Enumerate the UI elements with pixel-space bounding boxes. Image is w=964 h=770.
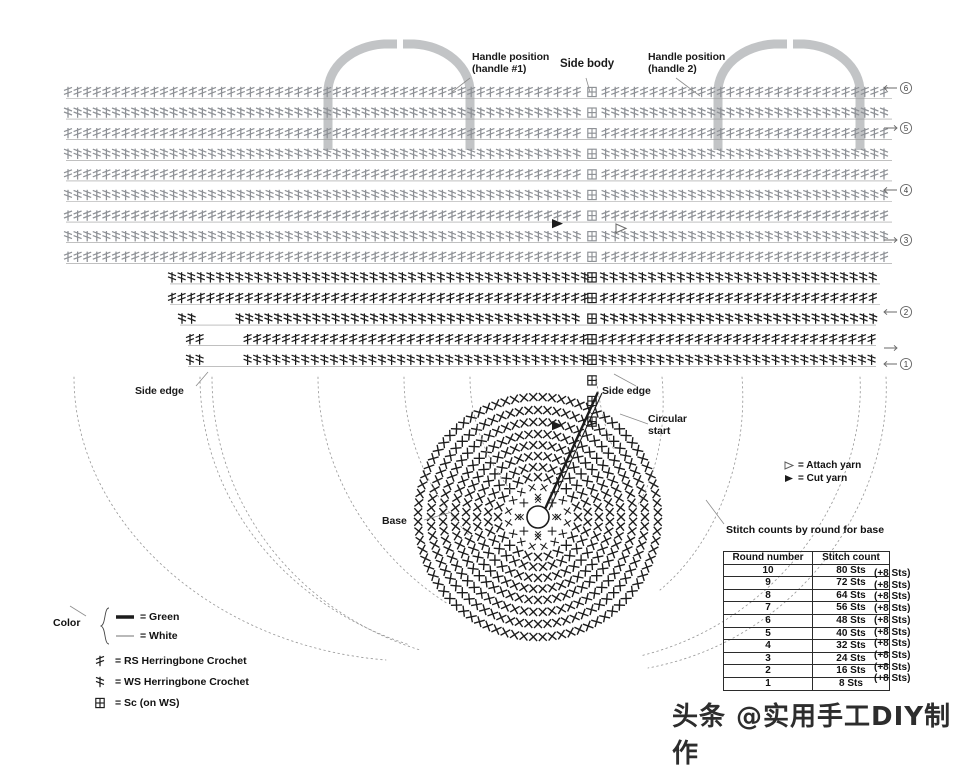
ws-herringbone-icon	[88, 674, 112, 690]
row-marker-3: 3	[884, 233, 913, 247]
legend-green-label: = Green	[140, 610, 180, 623]
legend-cut-yarn-label: = Cut yarn	[798, 473, 848, 484]
cell-round-number: 4	[723, 639, 813, 653]
cell-stitch-delta: (+8 Sts)	[874, 614, 911, 626]
cell-stitch-delta: (+8 Sts)	[874, 568, 911, 579]
label-side-edge-right: Side edge	[602, 385, 651, 397]
row-marker-5: 5	[884, 121, 913, 135]
row-direction-arrow	[884, 345, 898, 351]
svg-text:5: 5	[904, 124, 909, 133]
cell-round-number: 7	[723, 601, 813, 615]
cell-round-number: 2	[723, 664, 813, 678]
legend-green: = Green	[113, 607, 179, 626]
watermark: 头条 @实用手工DIY制作	[672, 702, 952, 769]
yarn-action-legend: = Attach yarn = Cut yarn	[782, 459, 861, 485]
col-round-number: Round number	[723, 551, 813, 565]
attach-yarn-marker-body	[615, 223, 628, 234]
cell-round-number: 3	[723, 651, 813, 666]
rs-herringbone-icon	[88, 653, 112, 669]
cell-stitch-delta: (+8 Sts)	[874, 673, 911, 685]
cell-stitch-delta: (+8 Sts)	[874, 626, 911, 638]
table-header-row: Round number Stitch count	[723, 551, 890, 565]
legend-attach-yarn: = Attach yarn	[782, 459, 861, 472]
cell-stitch-delta: (+8 Sts)	[874, 579, 911, 591]
legend-attach-yarn-label: = Attach yarn	[798, 460, 862, 471]
stitch-symbol-legend: = RS Herringbone Crochet = WS Herringbon…	[88, 650, 249, 713]
row-marker-6: 6	[883, 81, 913, 95]
circular-start-line	[543, 391, 603, 511]
circular-base	[413, 391, 663, 642]
legend-ws-herringbone-label: = WS Herringbone Crochet	[115, 675, 249, 688]
color-legend: Color = Green = White	[53, 607, 245, 645]
row-marker-1: 1	[883, 357, 913, 371]
cell-round-number: 1	[723, 676, 813, 691]
cut-yarn-icon	[782, 474, 798, 483]
sc-on-ws-icon	[88, 695, 112, 711]
row-guide-lines	[66, 98, 892, 367]
legend-cut-yarn: = Cut yarn	[782, 472, 861, 485]
label-leader-lines	[69, 77, 725, 617]
col-stitch-count: Stitch count	[812, 551, 890, 565]
cell-round-number: 6	[723, 613, 813, 628]
label-handle-position-1: Handle position (handle #1)	[472, 51, 550, 75]
label-handle-position-2: Handle position (handle 2)	[648, 51, 726, 75]
magic-ring	[526, 505, 550, 529]
color-legend-title: Color	[53, 617, 81, 629]
attach-yarn-icon	[782, 461, 798, 470]
cut-yarn-marker-body	[552, 219, 563, 431]
row-marker-4: 4	[883, 183, 913, 197]
row-marker-2: 2	[883, 305, 913, 319]
white-swatch-icon	[113, 633, 137, 639]
svg-text:3: 3	[904, 236, 909, 245]
cell-stitch-count: 8 Sts	[812, 676, 890, 691]
green-swatch-icon	[113, 614, 137, 620]
cell-stitch-delta: (+8 Sts)	[874, 591, 911, 603]
legend-white-label: = White	[140, 629, 178, 642]
svg-text:2: 2	[904, 308, 909, 317]
cell-round-number: 10	[723, 563, 813, 578]
cell-stitch-delta: (+8 Sts)	[874, 638, 911, 650]
legend-sc-on-ws-label: = Sc (on WS)	[115, 696, 180, 709]
legend-rs-herringbone-label: = RS Herringbone Crochet	[115, 654, 247, 667]
cell-round-number: 5	[723, 626, 813, 641]
cell-stitch-delta: (+8 Sts)	[874, 661, 911, 673]
brace-icon	[99, 607, 110, 645]
svg-text:6: 6	[904, 84, 909, 93]
label-base: Base	[382, 515, 407, 527]
row-number-markers: 6 5 4 3 2 1	[883, 81, 913, 371]
legend-rs-herringbone: = RS Herringbone Crochet	[88, 650, 249, 671]
legend-ws-herringbone: = WS Herringbone Crochet	[88, 671, 249, 692]
label-circular-start: Circular start	[648, 413, 687, 437]
stitch-counts-title: Stitch counts by round for base	[726, 524, 885, 536]
label-side-body: Side body	[560, 58, 615, 70]
legend-sc-on-ws: = Sc (on WS)	[88, 692, 249, 713]
handle-2-arch	[713, 39, 865, 150]
center-sc-column	[587, 86, 597, 427]
label-side-edge-left: Side edge	[135, 385, 184, 397]
legend-white: = White	[113, 626, 178, 645]
body-stitch-rows	[63, 86, 889, 366]
svg-text:4: 4	[904, 186, 909, 195]
assembly-guide-curves	[73, 376, 887, 669]
cell-round-number: 8	[723, 588, 813, 603]
cell-stitch-delta: (+8 Sts)	[874, 603, 911, 615]
cell-stitch-delta: (+8 Sts)	[874, 649, 911, 661]
svg-text:1: 1	[904, 360, 909, 369]
cell-round-number: 9	[723, 576, 813, 590]
handle-1-arch	[323, 39, 475, 150]
